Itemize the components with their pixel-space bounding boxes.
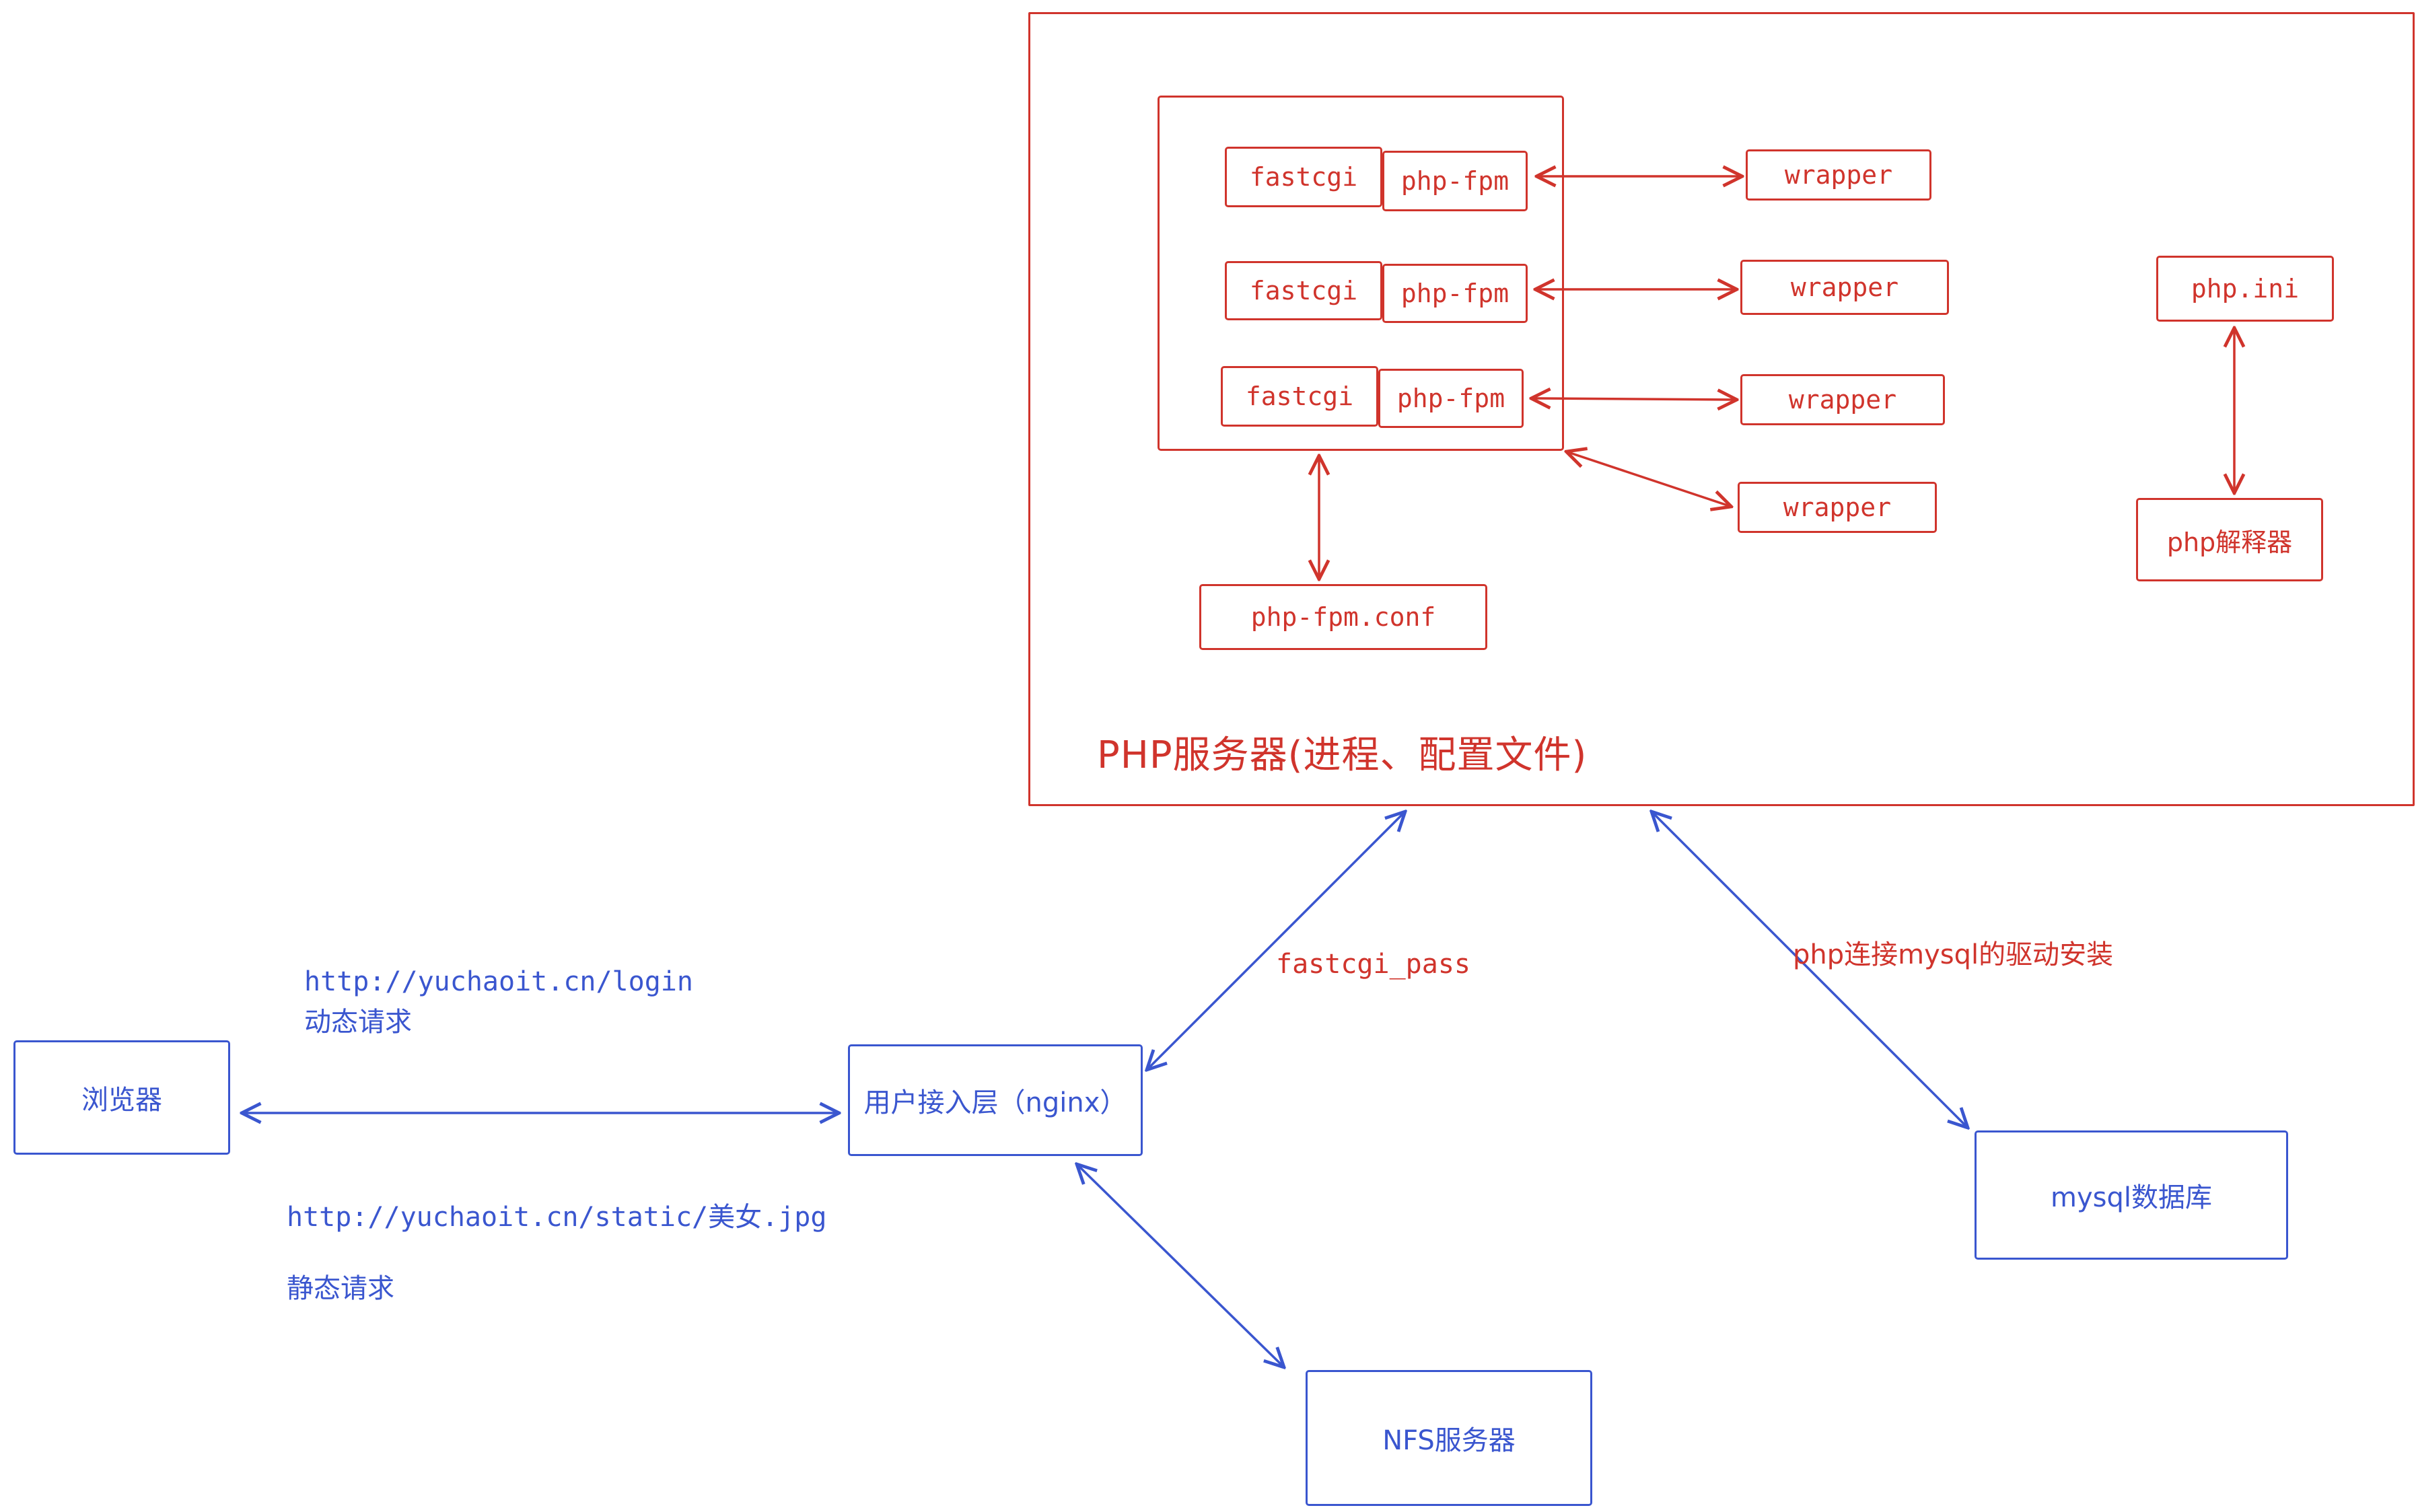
nginx-node: 用户接入层（nginx） [848, 1044, 1143, 1156]
fastcgi-box-2: fastcgi [1225, 261, 1382, 320]
label-static-request: 静态请求 [287, 1273, 394, 1304]
mysql-node: mysql数据库 [1975, 1130, 2288, 1260]
fastcgi-box-1: fastcgi [1225, 147, 1382, 207]
php-fpm-box-2: php-fpm [1382, 264, 1528, 323]
label-static-url: http://yuchaoit.cn/static/美女.jpg [287, 1202, 827, 1233]
php-fpm-box-3: php-fpm [1378, 369, 1524, 428]
arrow-nginx-nfs [1078, 1165, 1283, 1366]
php-fpm-box-1: php-fpm [1382, 151, 1528, 211]
label-dynamic-request: 动态请求 [304, 1007, 412, 1038]
label-fastcgi-pass: fastcgi_pass [1276, 949, 1470, 980]
nfs-node: NFS服务器 [1306, 1370, 1592, 1506]
php-fpm-conf-box: php-fpm.conf [1199, 584, 1487, 650]
browser-node: 浏览器 [13, 1040, 230, 1155]
wrapper-box-3: wrapper [1740, 374, 1945, 425]
php-ini-box: php.ini [2156, 256, 2334, 322]
php-server-group [1028, 12, 2415, 806]
wrapper-box-4: wrapper [1738, 482, 1937, 533]
label-mysql-driver: php连接mysql的驱动安装 [1793, 939, 2114, 970]
php-server-title: PHP服务器(进程、配置文件) [1097, 733, 1588, 777]
php-interpreter-box: php解释器 [2136, 498, 2323, 581]
label-login-url: http://yuchaoit.cn/login [304, 966, 693, 997]
wrapper-box-2: wrapper [1740, 260, 1949, 315]
fpm-process-group [1158, 96, 1564, 451]
arrow-nginx-phpserver [1148, 813, 1404, 1069]
fastcgi-box-3: fastcgi [1221, 366, 1378, 427]
wrapper-box-1: wrapper [1746, 149, 1931, 201]
